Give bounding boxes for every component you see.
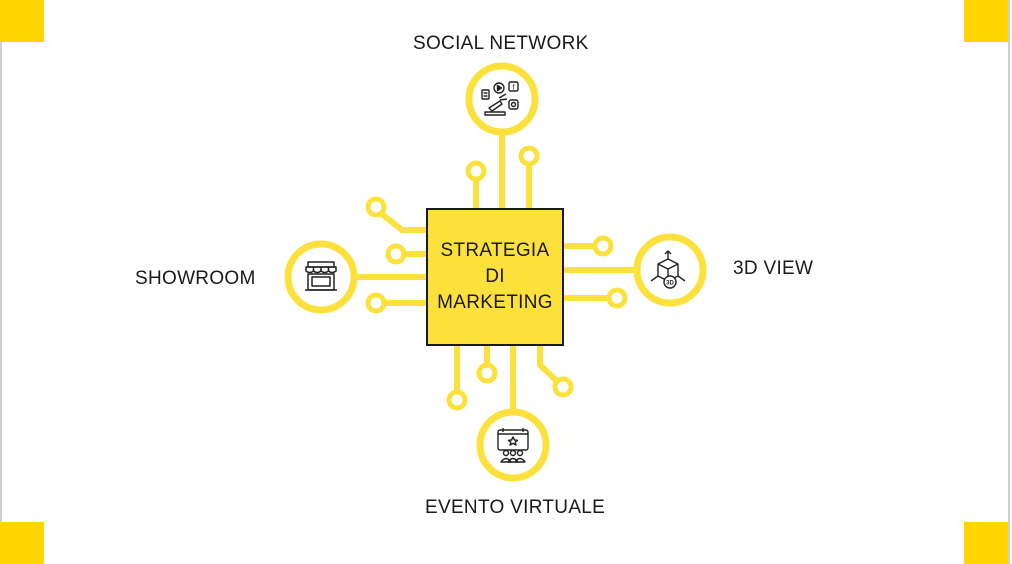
left-border bbox=[0, 0, 2, 564]
cube-3d-icon-text: 3D bbox=[666, 281, 674, 287]
label-social-network: SOCIAL NETWORK bbox=[413, 33, 589, 54]
center-strategy-box: STRATEGIA DI MARKETING bbox=[426, 208, 564, 346]
svg-text:f: f bbox=[513, 85, 515, 92]
corner-accent-top-right bbox=[964, 0, 1008, 42]
terminal-dot bbox=[365, 292, 387, 314]
terminal-dot bbox=[592, 235, 614, 257]
terminal-dot bbox=[518, 145, 540, 167]
center-line-3: MARKETING bbox=[437, 292, 553, 313]
terminal-dot bbox=[465, 160, 487, 182]
terminal-dot bbox=[365, 196, 387, 218]
social-media-icon: f bbox=[481, 81, 519, 116]
corner-accent-bottom-right bbox=[964, 522, 1008, 564]
terminal-dot bbox=[446, 389, 468, 411]
label-3d-view: 3D VIEW bbox=[733, 258, 814, 279]
node-ring-evento-virtuale bbox=[476, 408, 550, 482]
connector-left-upper bbox=[380, 212, 429, 233]
storefront-icon bbox=[305, 261, 337, 291]
center-line-1: STRATEGIA bbox=[440, 240, 550, 261]
terminal-dot bbox=[606, 287, 628, 309]
corner-accent-bottom-left bbox=[0, 522, 44, 564]
label-evento-virtuale: EVENTO VIRTUALE bbox=[425, 497, 606, 518]
connector-bottom-right bbox=[537, 343, 563, 387]
terminal-dot bbox=[385, 243, 407, 265]
virtual-event-icon bbox=[497, 428, 529, 463]
right-border bbox=[1008, 0, 1010, 564]
label-showroom: SHOWROOM bbox=[135, 268, 256, 289]
terminal-dot bbox=[476, 362, 498, 384]
node-ring-3d-view bbox=[633, 233, 707, 307]
node-ring-social-network bbox=[465, 62, 539, 136]
center-line-2: DI bbox=[485, 266, 505, 287]
terminal-dot bbox=[552, 376, 574, 398]
corner-accent-top-left bbox=[0, 0, 44, 42]
cube-3d-icon: 3D bbox=[650, 250, 686, 289]
